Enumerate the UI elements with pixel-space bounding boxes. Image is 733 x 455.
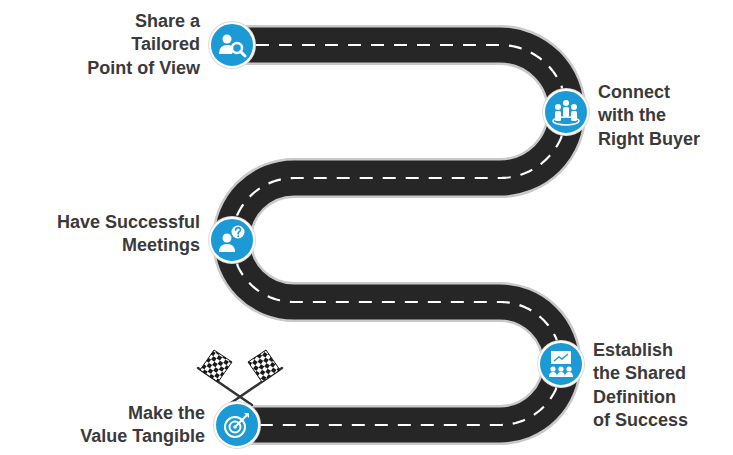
milestone-label: Share a Tailored Point of View	[84, 10, 200, 80]
checkered-flags	[198, 350, 282, 405]
milestone-icon: Establish the Shared Definition of Succe…	[537, 340, 585, 388]
icon-circle	[542, 88, 590, 136]
milestone-icon: Have Successful Meetings	[208, 216, 256, 264]
icon-circle	[213, 401, 261, 449]
road-centerline	[256, 45, 562, 88]
icon-circle	[537, 340, 585, 388]
road	[225, 45, 567, 425]
icon-glyph	[219, 226, 245, 253]
icon-glyph	[553, 100, 579, 125]
icon-glyph	[219, 35, 245, 57]
icon-glyph	[225, 413, 249, 437]
icon-glyph	[549, 351, 573, 377]
connector-layer	[237, 45, 562, 425]
icon-circle	[208, 21, 256, 69]
road-centerline	[261, 388, 556, 425]
road-edge	[225, 45, 567, 425]
milestone-label: Make the Value Tangible	[77, 402, 205, 449]
milestone-label: Connect with the Right Buyer	[598, 81, 706, 151]
milestone-label: Establish the Shared Definition of Succe…	[593, 339, 693, 433]
icon-circle	[208, 216, 256, 264]
road-centerline	[237, 263, 557, 340]
milestone-label: Have Successful Meetings	[50, 211, 200, 258]
road-centerline	[237, 136, 562, 217]
milestone-icon: Connect with the Right Buyer	[542, 88, 590, 136]
milestone-icon: Share a Tailored Point of View	[208, 21, 256, 69]
milestone-icon: Make the Value Tangible	[213, 401, 261, 449]
